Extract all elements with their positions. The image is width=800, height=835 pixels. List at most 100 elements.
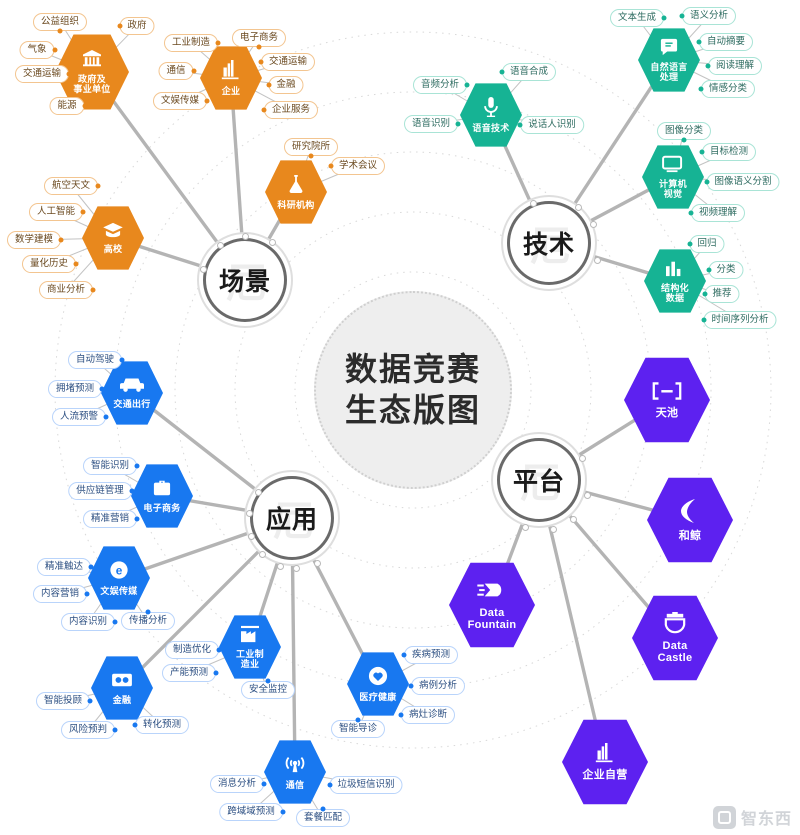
leaf-tag[interactable]: 跨域域预测 (219, 803, 283, 821)
category-node-label: 通信 (285, 779, 305, 790)
heart-shield-icon (368, 666, 388, 690)
leaf-tag[interactable]: 消息分析 (209, 775, 265, 793)
leaf-tag[interactable]: 数学建模 (6, 231, 62, 249)
leaf-connector-dot (112, 619, 118, 625)
leaf-tag[interactable]: 文娱传媒 (152, 92, 208, 110)
leaf-tag[interactable]: 病例分析 (410, 677, 466, 695)
category-node-telecom[interactable]: 通信 (264, 740, 326, 804)
category-node-label: 企业 (221, 85, 241, 96)
leaf-tag[interactable]: 能源 (49, 97, 85, 115)
hub-inner-ring (497, 438, 581, 522)
leaf-connector-dot (702, 291, 707, 297)
hub-tech[interactable]: 厄技术 (501, 195, 601, 291)
leaf-connector-dot (499, 69, 505, 75)
leaf-tag[interactable]: 情感分类 (700, 80, 756, 98)
leaf-tag[interactable]: 疾病预测 (403, 646, 459, 664)
leaf-tag[interactable]: 人流预警 (51, 408, 107, 426)
leaf-tag[interactable]: 学术会议 (330, 157, 386, 175)
leaf-tag[interactable]: 制造优化 (164, 641, 220, 659)
leaf-tag[interactable]: 精准触达 (36, 558, 92, 576)
leaf-connector-dot (698, 86, 704, 92)
leaf-connector-dot (80, 209, 86, 215)
hub-spoke-dot (313, 559, 321, 567)
leaf-tag[interactable]: 航空天文 (43, 177, 99, 195)
mic-icon (483, 96, 499, 121)
leaf-tag[interactable]: 量化历史 (21, 255, 77, 273)
hub-spoke-dot (268, 239, 276, 247)
leaf-connector-dot (82, 103, 87, 109)
hub-spoke-dot (247, 533, 255, 541)
leaf-tag[interactable]: 推荐 (704, 285, 740, 303)
hub-spoke-dot (522, 523, 530, 531)
leaf-tag[interactable]: 目标检测 (701, 143, 757, 161)
leaf-tag[interactable]: 智能投顾 (35, 692, 91, 710)
leaf-tag[interactable]: 工业制造 (163, 34, 219, 52)
leaf-tag[interactable]: 内容营销 (32, 585, 88, 603)
category-node-label: 电子商务 (143, 502, 181, 513)
bars-icon (665, 259, 685, 281)
leaf-tag[interactable]: 套餐匹配 (295, 809, 351, 827)
leaf-tag[interactable]: 文本生成 (609, 9, 665, 27)
leaf-tag[interactable]: 语音合成 (501, 63, 557, 81)
hub-platform[interactable]: 厄平台 (491, 432, 592, 533)
leaf-tag[interactable]: 回归 (689, 235, 725, 253)
leaf-connector-dot (57, 28, 63, 34)
leaf-tag[interactable]: 交通运输 (14, 65, 70, 83)
leaf-tag[interactable]: 分类 (708, 261, 744, 279)
leaf-connector-dot (327, 782, 332, 788)
leaf-tag[interactable]: 智能导诊 (330, 720, 386, 738)
leaf-connector-dot (706, 267, 711, 273)
leaf-tag[interactable]: 自动摘要 (698, 33, 754, 51)
leaf-tag[interactable]: 安全监控 (240, 681, 296, 699)
leaf-tag[interactable]: 通信 (158, 62, 194, 80)
leaf-tag[interactable]: 产能预测 (161, 664, 217, 682)
category-node-label: 金融 (112, 694, 132, 705)
hub-inner-ring (250, 476, 334, 560)
leaf-tag[interactable]: 说话人识别 (520, 116, 584, 134)
leaf-tag[interactable]: 商业分析 (38, 281, 94, 299)
leaf-tag[interactable]: 转化预测 (134, 716, 190, 734)
page-title: 数据竞赛 生态版图 (344, 351, 482, 428)
leaf-tag[interactable]: 视频理解 (690, 204, 746, 222)
leaf-connector-dot (99, 386, 105, 392)
leaf-tag[interactable]: 音频分析 (412, 76, 468, 94)
leaf-tag[interactable]: 垃圾短信识别 (329, 776, 403, 794)
category-node-speech[interactable]: 语音技术 (460, 83, 522, 147)
signal-icon (284, 754, 306, 778)
leaf-tag[interactable]: 交通运输 (260, 53, 316, 71)
leaf-tag[interactable]: 精准营销 (82, 510, 138, 528)
leaf-tag[interactable]: 智能识别 (82, 457, 138, 475)
category-node-medical[interactable]: 医疗健康 (347, 652, 409, 716)
leaf-tag[interactable]: 语义分析 (681, 7, 737, 25)
leaf-tag[interactable]: 供应链管理 (68, 482, 132, 500)
hub-scene[interactable]: 厄场景 (197, 232, 293, 328)
category-node-label: 文娱传媒 (100, 585, 138, 596)
leaf-tag[interactable]: 金融 (268, 76, 304, 94)
hub-app[interactable]: 厄应用 (244, 470, 340, 572)
center-disc (314, 291, 512, 489)
leaf-tag[interactable]: 传播分析 (120, 612, 176, 630)
leaf-connector-dot (58, 237, 64, 243)
leaf-tag[interactable]: 时间序列分析 (703, 311, 777, 329)
leaf-tag[interactable]: 气象 (19, 41, 55, 59)
leaf-tag[interactable]: 图像语义分割 (706, 173, 780, 191)
leaf-tag[interactable]: 拥堵预测 (47, 380, 103, 398)
leaf-tag[interactable]: 病灶诊断 (400, 706, 456, 724)
leaf-tag[interactable]: 政府 (119, 17, 155, 35)
leaf-connector-dot (699, 149, 705, 155)
leaf-tag[interactable]: 自动驾驶 (67, 351, 123, 369)
hub-spoke-dot (549, 525, 557, 533)
leaf-connector-dot (117, 23, 122, 29)
leaf-tag[interactable]: 人工智能 (28, 203, 84, 221)
leaf-connector-dot (328, 163, 334, 169)
hub-watermark-glyph: 厄 (273, 500, 313, 544)
category-node-label: 企业自营 (582, 768, 628, 781)
category-node-label: 和鲸 (678, 529, 702, 542)
leaf-tag[interactable]: 内容识别 (60, 613, 116, 631)
leaf-tag[interactable]: 风险预判 (60, 721, 116, 739)
leaf-tag[interactable]: 企业服务 (263, 101, 319, 119)
leaf-connector-dot (88, 564, 94, 570)
category-node-research[interactable]: 科研机构 (265, 160, 327, 224)
leaf-tag[interactable]: 阅读理解 (707, 57, 763, 75)
leaf-tag[interactable]: 语音识别 (403, 115, 459, 133)
